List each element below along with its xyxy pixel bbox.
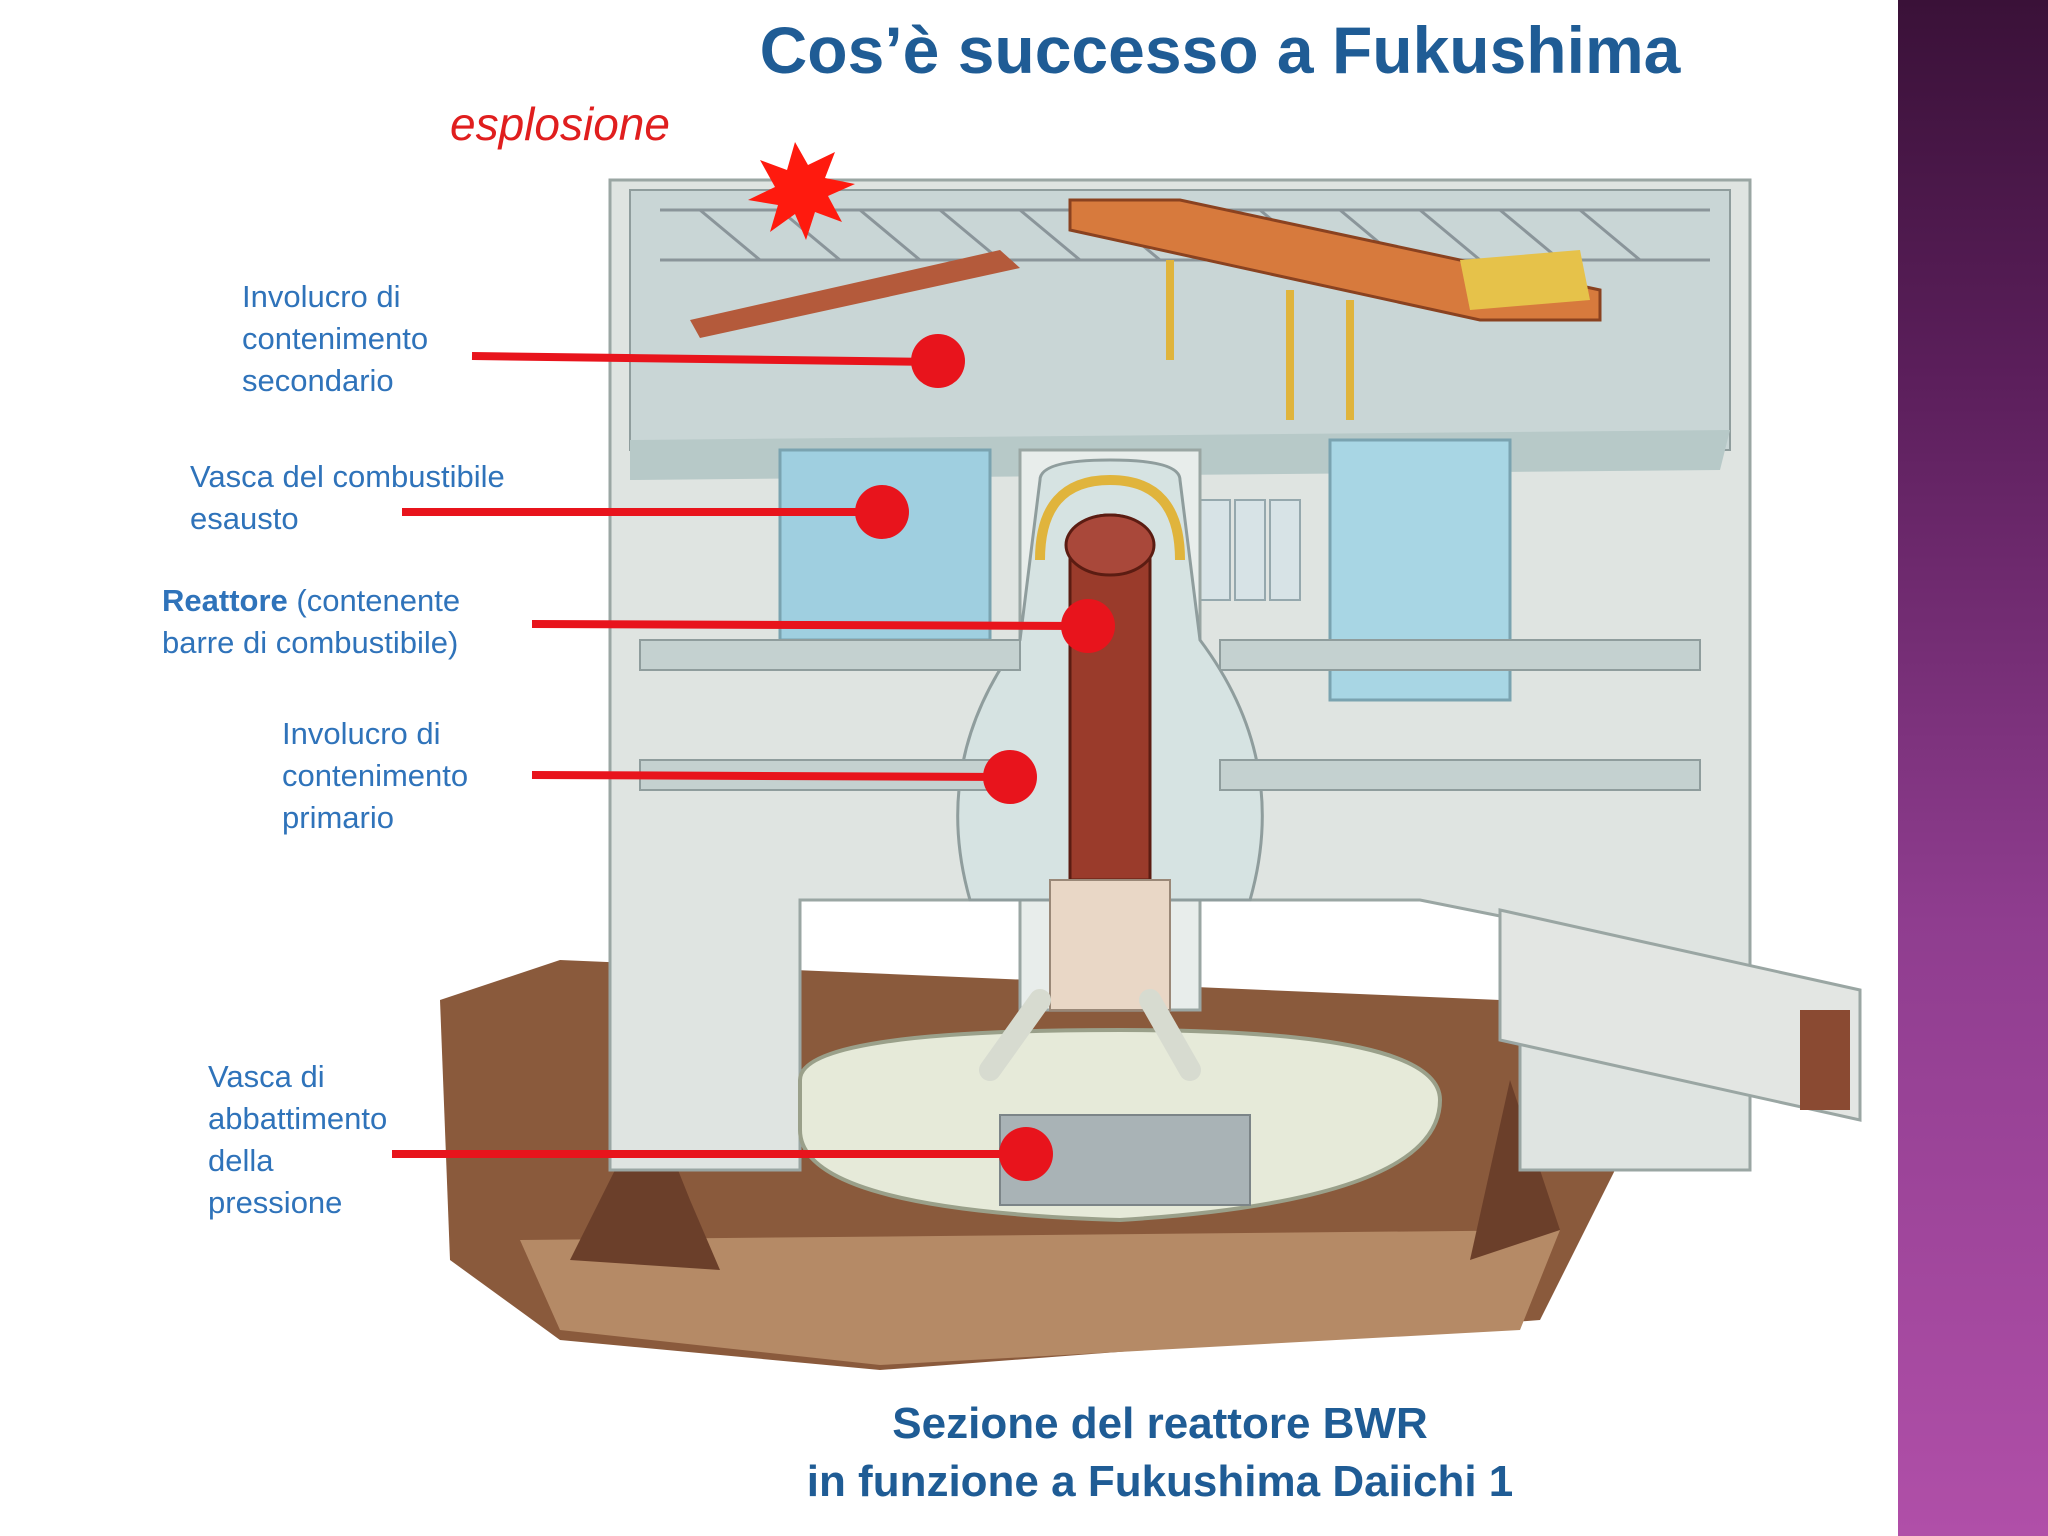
leader-dot-pool	[855, 485, 909, 539]
caption-line-2: in funzione a Fukushima Daiichi 1	[700, 1453, 1620, 1511]
rpv-head	[1066, 515, 1154, 575]
fuel-racks	[1200, 500, 1300, 600]
callout-reactor-bold: Reattore	[162, 583, 288, 618]
caption-line-1: Sezione del reattore BWR	[700, 1395, 1620, 1453]
callout-spent-fuel-pool: Vasca del combustibile esausto	[190, 456, 505, 540]
crane-trolley	[1460, 250, 1590, 310]
leader-line-primary	[532, 775, 1008, 777]
callout-primary-containment: Involucro di contenimento primario	[282, 713, 468, 839]
leader-dot-secondary	[911, 334, 965, 388]
callout-suppression-pool: Vasca di abbattimento della pressione	[208, 1056, 387, 1224]
tunnel-opening	[1800, 1010, 1850, 1110]
leader-dot-reactor	[1061, 599, 1115, 653]
leader-line-reactor	[532, 624, 1086, 626]
page-title: Cos’è successo a Fukushima	[660, 10, 1780, 90]
leader-dot-primary	[983, 750, 1037, 804]
callout-secondary-containment: Involucro di contenimento secondario	[242, 276, 428, 402]
figure-caption: Sezione del reattore BWR in funzione a F…	[700, 1395, 1620, 1511]
spent-fuel-pool	[780, 450, 990, 640]
leader-dot-suppression	[999, 1127, 1053, 1181]
callout-reactor: Reattore (contenente barre di combustibi…	[162, 580, 460, 664]
explosion-label: esplosione	[450, 96, 670, 152]
